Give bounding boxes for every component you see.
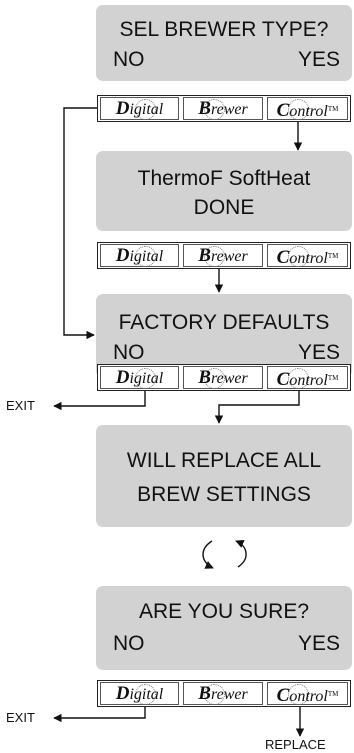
- control-key[interactable]: ControlTM: [267, 97, 348, 121]
- control-key[interactable]: ControlTM: [267, 244, 348, 268]
- arrow-control-to-will-replace: [214, 391, 300, 424]
- control-key[interactable]: ControlTM: [267, 366, 348, 390]
- arrow-digital-to-factory-defaults: [63, 107, 119, 340]
- screen-option-yes: YES: [297, 48, 340, 71]
- screen-option-no: NO: [113, 48, 145, 71]
- screen-line-1: ThermoF SoftHeat: [137, 167, 311, 190]
- brewer-key[interactable]: Brewer: [183, 682, 263, 705]
- lcd-screen-will-replace-all: WILL REPLACE ALL BREW SETTINGS: [96, 425, 352, 527]
- digital-key[interactable]: Digital: [100, 244, 179, 267]
- lcd-screen-are-you-sure: ARE YOU SURE? NO YES: [96, 586, 352, 670]
- keypad: Digital Brewer ControlTM: [97, 95, 351, 122]
- screen-option-yes: YES: [297, 341, 340, 364]
- replace-label: REPLACE: [265, 737, 326, 752]
- keypad: Digital Brewer ControlTM: [97, 680, 351, 707]
- arrow-digital-to-exit-1: [53, 391, 146, 411]
- digital-key[interactable]: Digital: [100, 366, 179, 389]
- lcd-screen-brewer-type-select: ThermoF SoftHeat DONE: [96, 151, 352, 231]
- screen-line-1: FACTORY DEFAULTS: [118, 311, 330, 334]
- screen-option-no: NO: [113, 632, 145, 655]
- lcd-screen-sel-brewer-type: SEL BREWER TYPE? NO YES: [96, 5, 352, 81]
- arrow-digital-to-exit-2: [53, 707, 146, 723]
- screen-line-2: BREW SETTINGS: [137, 483, 311, 506]
- control-key[interactable]: ControlTM: [267, 682, 348, 706]
- exit-label: EXIT: [6, 710, 35, 725]
- screen-line-1: WILL REPLACE ALL: [126, 449, 322, 472]
- brewer-key[interactable]: Brewer: [183, 244, 263, 267]
- cycle-arrow-left-icon: [202, 540, 214, 569]
- cycle-arrow-right-icon: [235, 540, 247, 568]
- screen-option-no: NO: [113, 341, 145, 364]
- screen-line-1: SEL BREWER TYPE?: [119, 18, 329, 41]
- exit-label: EXIT: [6, 398, 35, 413]
- brewer-key[interactable]: Brewer: [183, 97, 263, 120]
- screen-line-2: DONE: [193, 196, 255, 219]
- screen-option-yes: YES: [297, 632, 340, 655]
- screen-line-1: ARE YOU SURE?: [139, 600, 309, 623]
- digital-key[interactable]: Digital: [100, 682, 179, 705]
- keypad: Digital Brewer ControlTM: [97, 364, 351, 391]
- keypad: Digital Brewer ControlTM: [97, 242, 351, 269]
- digital-key[interactable]: Digital: [100, 97, 179, 120]
- brewer-key[interactable]: Brewer: [183, 366, 263, 389]
